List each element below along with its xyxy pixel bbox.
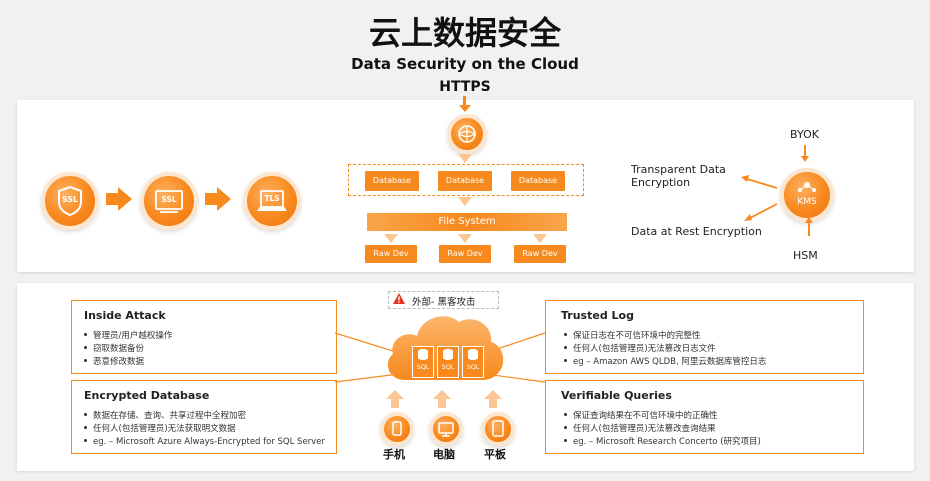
list-item: 保证日志在不可信环境中的完整性 (564, 330, 766, 343)
raw-arrow-1-icon (384, 234, 398, 243)
ssl-cert-circle: SSL (140, 172, 198, 230)
inside-attack-title: Inside Attack (84, 309, 166, 322)
https-arrow-stem (463, 96, 466, 106)
device-up-arrows-icon (386, 390, 502, 408)
encrypted-database-title: Encrypted Database (84, 389, 210, 402)
db-down-arrow-icon (458, 197, 472, 206)
inside-attack-list: 管理员/用户越权操作 窃取数据备份 恶意修改数据 (84, 330, 172, 369)
https-globe-circle (447, 114, 487, 154)
hsm-arrow-head-icon (805, 217, 813, 223)
sql-label-3: SQL (466, 363, 480, 371)
page-title-en: Data Security on the Cloud (351, 55, 579, 73)
list-item: 数据在存储、查询、共享过程中全程加密 (84, 410, 325, 423)
pipeline-arrow-2-icon (217, 187, 231, 211)
database-box-3: Database (511, 171, 565, 191)
tablet-icon (492, 420, 504, 437)
pipeline-arrow-1-icon (118, 187, 132, 211)
warning-icon (393, 293, 405, 304)
inside-attack-box: Inside Attack 管理员/用户越权操作 窃取数据备份 恶意修改数据 (71, 300, 337, 374)
raw-dev-box-2: Raw Dev (439, 245, 491, 263)
key-network-icon (798, 182, 816, 192)
sql-label-2: SQL (441, 363, 455, 371)
ssl-shield-text: SSL (61, 195, 79, 204)
ssl-shield-icon (58, 185, 82, 217)
device-label-tablet: 平板 (484, 448, 506, 461)
device-label-phone: 手机 (383, 448, 405, 461)
hsm-label: HSM (793, 249, 818, 262)
verifiable-queries-box: Verifiable Queries 保证查询结果在不可信环境中的正确性 任何人… (545, 380, 864, 454)
byok-label: BYOK (790, 128, 819, 141)
list-item: 管理员/用户越权操作 (84, 330, 172, 343)
byok-arrow-stem (804, 145, 806, 158)
device-label-computer: 电脑 (433, 448, 455, 461)
sql-group: SQL SQL SQL (412, 346, 484, 378)
raw-dev-box-1: Raw Dev (365, 245, 417, 263)
byok-arrow-head-icon (801, 156, 809, 162)
phone-icon (392, 421, 402, 436)
raw-dev-box-3: Raw Dev (514, 245, 566, 263)
tls-text: TLS (264, 194, 280, 203)
tls-laptop-icon (257, 190, 287, 211)
sql-db-1: SQL (412, 346, 434, 378)
encrypted-database-box: Encrypted Database 数据在存储、查询、共享过程中全程加密 任何… (71, 380, 337, 454)
trusted-log-list: 保证日志在不可信环境中的完整性 任何人(包括管理员)无法篡改日志文件 eg – … (564, 330, 766, 369)
monitor-circle (429, 412, 463, 446)
list-item: 任何人(包括管理员)无法篡改查询结果 (564, 423, 761, 436)
sql-db-2: SQL (437, 346, 459, 378)
https-arrow-head-icon (459, 105, 471, 112)
globe-down-arrow-icon (458, 154, 472, 163)
database-group (348, 164, 584, 196)
ssl-certificate-icon (155, 190, 183, 213)
pipeline-arrow-2-body (205, 193, 217, 205)
monitor-icon (438, 422, 454, 437)
database-box-2: Database (438, 171, 492, 191)
ssl-shield-circle: SSL (41, 172, 99, 230)
verifiable-queries-title: Verifiable Queries (561, 389, 672, 402)
raw-arrow-3-icon (533, 234, 547, 243)
list-item: 恶意修改数据 (84, 356, 172, 369)
https-label: HTTPS (439, 79, 491, 95)
list-item: eg – Amazon AWS QLDB, 阿里云数据库管控日志 (564, 356, 766, 369)
sql-label-1: SQL (416, 363, 430, 371)
list-item: eg. – Microsoft Azure Always-Encrypted f… (84, 436, 325, 449)
file-system-bar: File System (367, 213, 567, 231)
globe-icon (458, 125, 477, 143)
database-box-1: Database (365, 171, 419, 191)
database-icon (468, 349, 478, 360)
transparent-encryption-label: Transparent Data Encryption (631, 163, 726, 189)
hsm-arrow-stem (808, 222, 810, 236)
raw-arrow-2-icon (458, 234, 472, 243)
encrypted-database-list: 数据在存储、查询、共享过程中全程加密 任何人(包括管理员)无法获取明文数据 eg… (84, 410, 325, 449)
database-icon (418, 349, 428, 360)
threat-label: 外部- 黑客攻击 (412, 297, 476, 308)
trusted-log-title: Trusted Log (561, 309, 634, 322)
list-item: 任何人(包括管理员)无法获取明文数据 (84, 423, 325, 436)
list-item: eg. – Microsoft Research Concerto (研究项目) (564, 436, 761, 449)
kms-output-arrows-icon (741, 175, 778, 221)
list-item: 窃取数据备份 (84, 343, 172, 356)
pipeline-arrow-1-body (106, 193, 118, 205)
page-title-cn: 云上数据安全 (368, 14, 561, 52)
database-icon (443, 349, 453, 360)
kms-circle: KMS (780, 168, 834, 222)
tablet-circle (481, 412, 515, 446)
threat-label-box (388, 291, 499, 309)
phone-circle (380, 412, 414, 446)
sql-db-3: SQL (462, 346, 484, 378)
kms-text: KMS (797, 197, 817, 207)
tls-circle: TLS (243, 172, 301, 230)
verifiable-queries-list: 保证查询结果在不可信环境中的正确性 任何人(包括管理员)无法篡改查询结果 eg.… (564, 410, 761, 449)
at-rest-encryption-label: Data at Rest Encryption (631, 225, 762, 238)
trusted-log-box: Trusted Log 保证日志在不可信环境中的完整性 任何人(包括管理员)无法… (545, 300, 864, 374)
list-item: 任何人(包括管理员)无法篡改日志文件 (564, 343, 766, 356)
ssl-cert-text: SSL (161, 195, 177, 204)
list-item: 保证查询结果在不可信环境中的正确性 (564, 410, 761, 423)
